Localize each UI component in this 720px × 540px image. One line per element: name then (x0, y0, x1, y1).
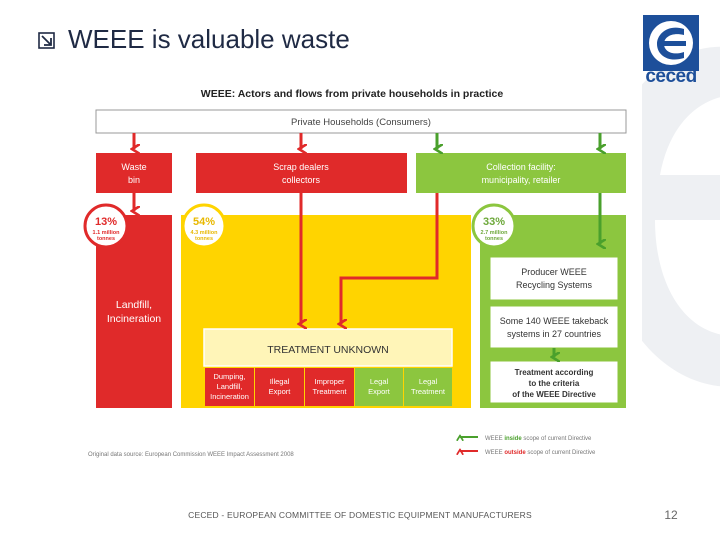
waste-bin-box (96, 153, 172, 193)
landfill-line1: Landfill, (116, 299, 152, 311)
outcome-illegal-export-line2: Export (269, 387, 292, 396)
scrap-dealers-box (196, 153, 407, 193)
page-number: 12 (664, 508, 678, 522)
producer-systems-box (489, 256, 619, 301)
badge-54-circle (181, 203, 227, 249)
households-label: Private Households (Consumers) (291, 117, 431, 128)
landfill-line2: Incineration (107, 313, 161, 325)
producer-systems-line2: Recycling Systems (516, 280, 593, 290)
waste-bin-line1: Waste (121, 162, 146, 172)
directive-treatment-line2: to the criteria (529, 379, 580, 388)
households-box (95, 109, 627, 134)
weee-flow-diagram: WEEE: Actors and flows from private hous… (80, 78, 642, 463)
outcome-legal-export (355, 368, 403, 406)
slide-title: WEEE is valuable waste (68, 24, 350, 54)
outcome-legal-treatment-line2: Treatment (411, 387, 446, 396)
slide-footer: CECED - EUROPEAN COMMITTEE OF DOMESTIC E… (188, 510, 532, 520)
collection-facility-line2: municipality, retailer (482, 175, 561, 185)
takeback-systems-box (489, 305, 619, 349)
directive-treatment-box (489, 360, 619, 404)
outcome-dumping-line2: Landfill, (217, 382, 243, 391)
outcome-dumping (205, 368, 254, 406)
boxed-arrow-icon (38, 32, 55, 49)
directive-treatment-line1: Treatment according (515, 368, 594, 377)
data-source-note: Original data source: European Commissio… (88, 452, 294, 458)
ceced-logo-icon (643, 15, 699, 71)
badge-13-line2: tonnes (97, 236, 115, 242)
takeback-systems-line2: systems in 27 countries (507, 329, 602, 339)
outcome-legal-treatment (404, 368, 452, 406)
flow-arrow-collection-unknown (341, 193, 439, 324)
badge-54-line2: tonnes (195, 236, 213, 242)
waste-bin-line2: bin (128, 175, 140, 185)
outcome-illegal-export-line1: Illegal (270, 377, 290, 386)
badge-54-line1: 4.3 million (191, 230, 219, 236)
badge-33-line1: 2.7 million (481, 230, 509, 236)
scrap-dealers-line1: Scrap dealers (273, 162, 329, 172)
badge-33-pct: 33% (483, 216, 505, 228)
badge-33-line2: tonnes (485, 236, 503, 242)
legend-inside-label: WEEE inside scope of current Directive (485, 436, 592, 442)
outcome-improper-treatment-line1: Improper (314, 377, 345, 386)
outcome-illegal-export (255, 368, 304, 406)
badge-54-pct: 54% (193, 216, 215, 228)
legend-outside-label: WEEE outside scope of current Directive (485, 450, 596, 456)
takeback-systems-line1: Some 140 WEEE takeback (500, 316, 609, 326)
ceced-logo-text: ceced (645, 66, 697, 87)
outcome-improper-treatment-line2: Treatment (313, 387, 348, 396)
badge-13-circle (83, 203, 129, 249)
treatment-unknown-box (203, 328, 453, 367)
treatment-unknown-label: TREATMENT UNKNOWN (267, 344, 389, 356)
outcome-legal-treatment-line1: Legal (419, 377, 438, 386)
outcome-legal-export-line1: Legal (370, 377, 389, 386)
outcome-legal-export-line2: Export (368, 387, 391, 396)
directive-treatment-line3: of the WEEE Directive (512, 390, 596, 399)
scrap-dealers-line2: collectors (282, 175, 321, 185)
producer-systems-line1: Producer WEEE (521, 267, 587, 277)
collection-facility-box (416, 153, 626, 193)
outcome-dumping-line3: Incineration (210, 392, 249, 401)
badge-13-pct: 13% (95, 216, 117, 228)
diagram-heading: WEEE: Actors and flows from private hous… (201, 88, 504, 100)
badge-13-line1: 1.1 million (93, 230, 121, 236)
collection-facility-line1: Collection facility: (486, 162, 556, 172)
badge-33-circle (471, 203, 517, 249)
outcome-improper-treatment (305, 368, 354, 406)
outcome-dumping-line1: Dumping, (213, 372, 245, 381)
